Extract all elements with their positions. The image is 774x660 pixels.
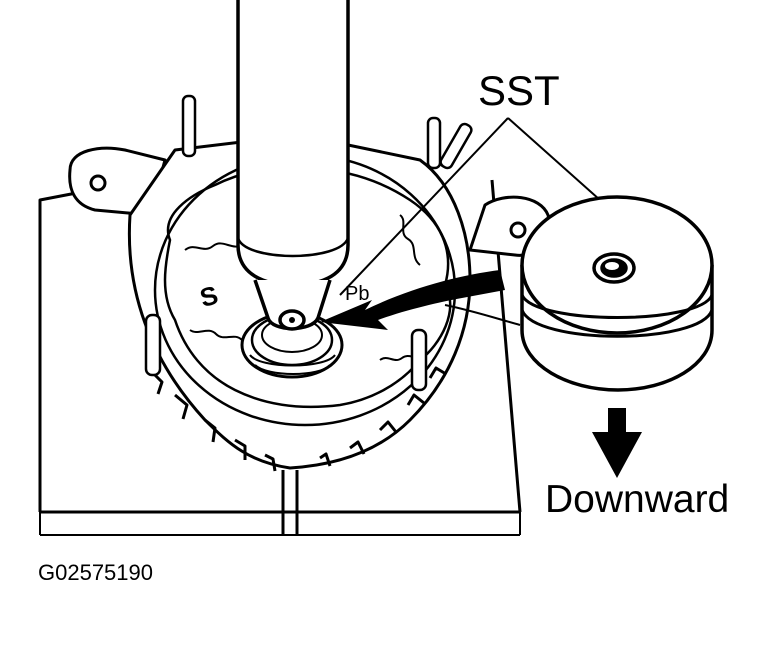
down-arrow-icon	[592, 408, 642, 478]
direction-label: Downward	[545, 478, 730, 521]
press-ram	[236, 0, 350, 331]
callout-arrow-icon	[320, 270, 521, 330]
sst-label: SST	[478, 67, 560, 114]
svg-text:Pb: Pb	[345, 283, 369, 305]
sst-adapter-detail	[520, 195, 714, 392]
figure-id: G02575190	[38, 560, 153, 585]
sst-leader-lines	[339, 117, 601, 296]
housing-studs	[144, 94, 473, 392]
